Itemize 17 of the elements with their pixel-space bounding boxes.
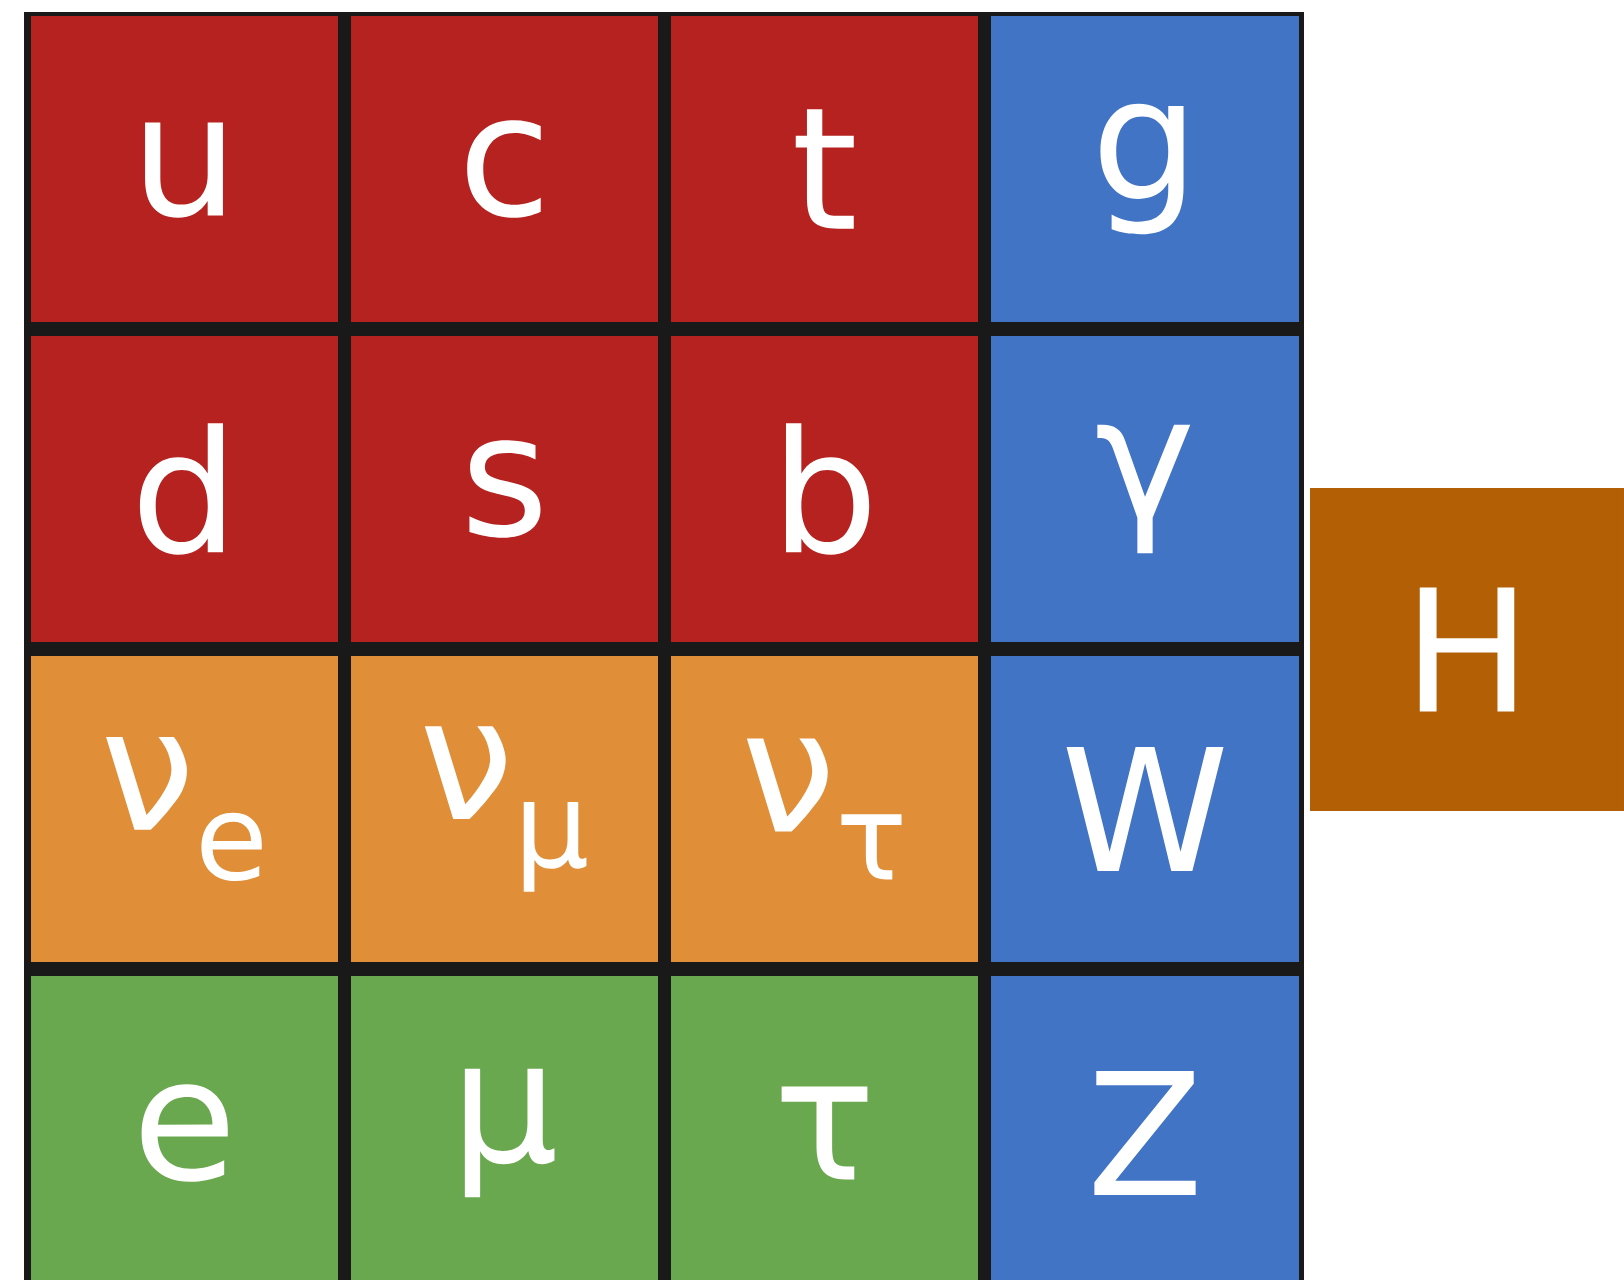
particle-tile: Z <box>991 976 1299 1280</box>
particle-tile: W <box>991 656 1299 962</box>
particle-tile: s <box>351 336 658 642</box>
particle-tile: ν$_{μ}$ <box>351 656 658 962</box>
particle-tile: γ <box>991 336 1299 642</box>
particle-tile: ν$_{e}$ <box>31 656 338 962</box>
particle-tile: H <box>1310 488 1624 811</box>
particle-tile: g <box>991 16 1299 322</box>
particle-tile: e <box>31 976 338 1280</box>
particle-tile: t <box>671 16 978 322</box>
particle-tile: τ <box>671 976 978 1280</box>
particle-tile: u <box>31 16 338 322</box>
particle-tile: d <box>31 336 338 642</box>
particle-tile: μ <box>351 976 658 1280</box>
particle-tile: c <box>351 16 658 322</box>
particle-tile: b <box>671 336 978 642</box>
particle-tile: ν$_{τ}$ <box>671 656 978 962</box>
